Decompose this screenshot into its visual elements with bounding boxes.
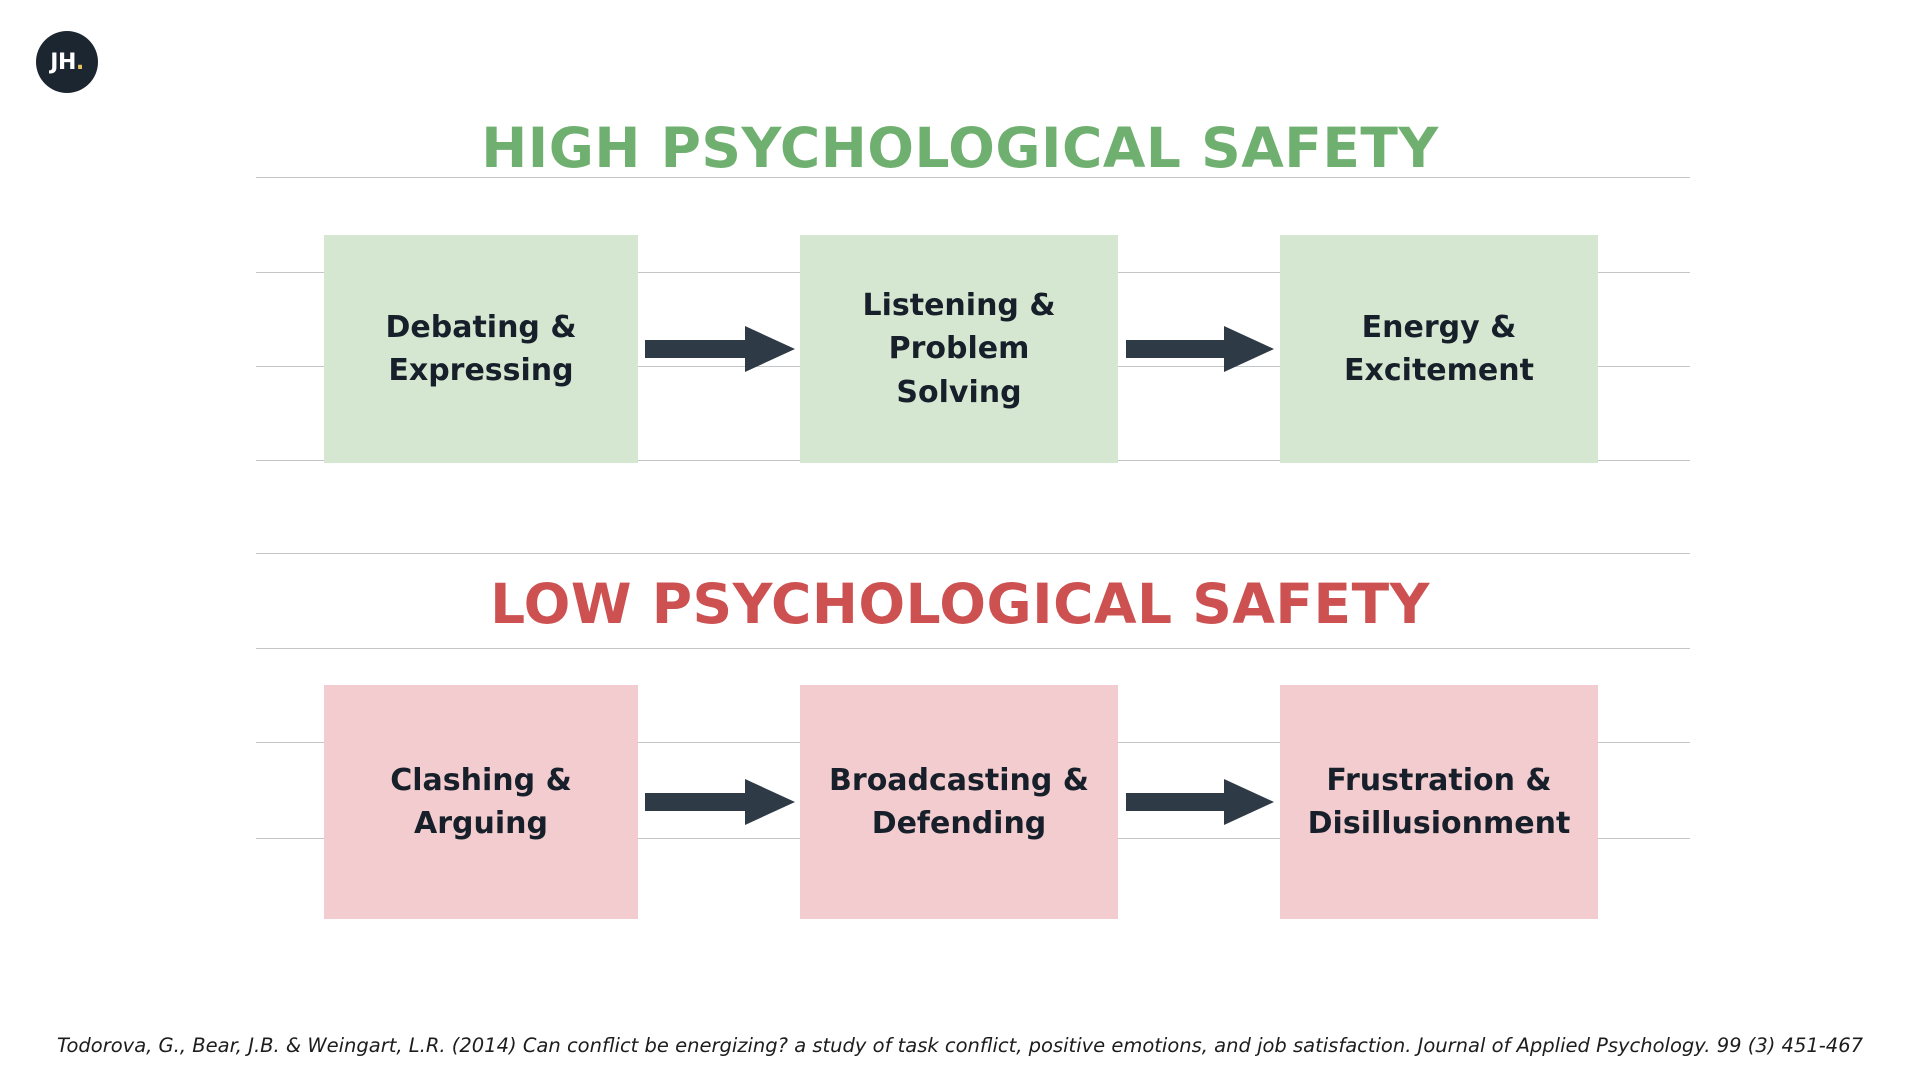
node-low-1: Clashing &Arguing	[324, 685, 638, 919]
node-low-2-label: Broadcasting &Defending	[829, 762, 1089, 842]
arrow-low-1-icon	[645, 779, 795, 825]
node-low-2: Broadcasting &Defending	[800, 685, 1118, 919]
node-high-3: Energy &Excitement	[1280, 235, 1598, 463]
source-citation: Todorova, G., Bear, J.B. & Weingart, L.R…	[56, 1034, 1864, 1057]
arrow-high-2-icon	[1126, 326, 1274, 372]
logo-initials-text: JH	[50, 50, 76, 75]
arrow-low-2-icon	[1126, 779, 1274, 825]
rule-line-6	[256, 648, 1690, 649]
logo-dot: .	[75, 50, 84, 75]
node-low-1-label: Clashing &Arguing	[390, 762, 572, 842]
node-high-1: Debating &Expressing	[324, 235, 638, 463]
section-title-high: HIGH PSYCHOLOGICAL SAFETY	[481, 116, 1439, 180]
section-title-low: LOW PSYCHOLOGICAL SAFETY	[490, 572, 1430, 636]
brand-logo: JH.	[36, 31, 98, 93]
node-low-3: Frustration &Disillusionment	[1280, 685, 1598, 919]
rule-line-5	[256, 553, 1690, 554]
node-high-1-label: Debating &Expressing	[385, 309, 577, 389]
node-low-3-label: Frustration &Disillusionment	[1307, 762, 1571, 842]
node-high-3-label: Energy &Excitement	[1344, 309, 1534, 389]
logo-initials: JH.	[50, 50, 84, 75]
flow-row-low: Clashing &Arguing Broadcasting &Defendin…	[0, 685, 1920, 919]
arrow-high-1-icon	[645, 326, 795, 372]
